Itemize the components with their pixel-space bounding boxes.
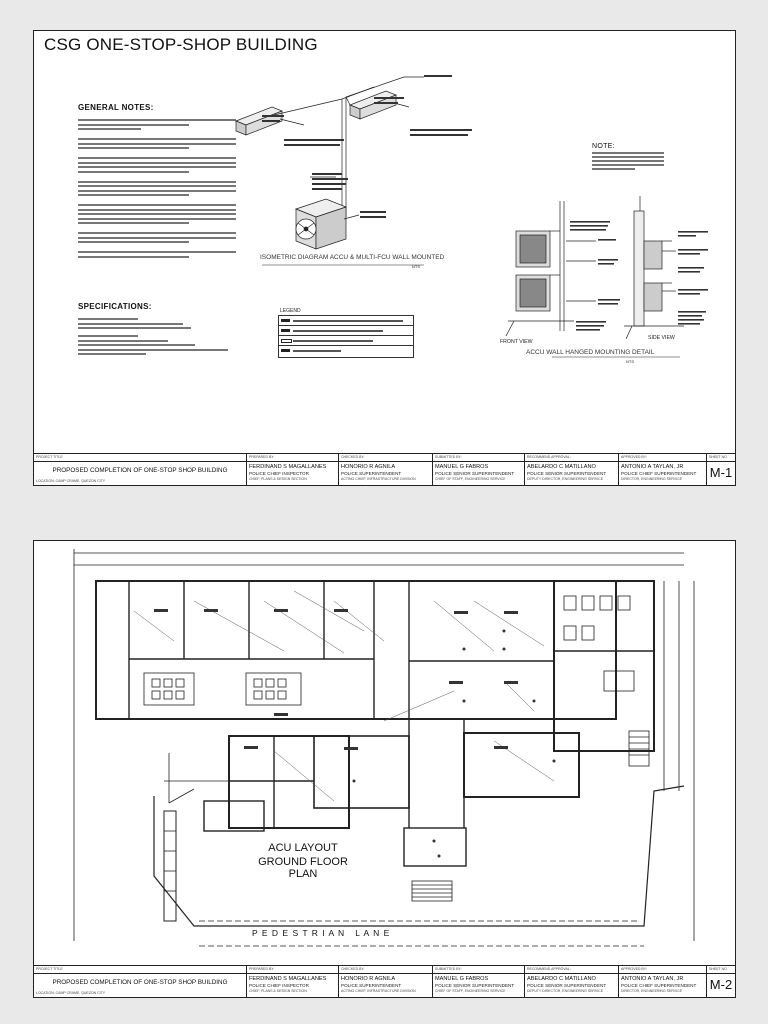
note-body [592, 152, 664, 172]
tb-approved: APPROVED BY: ANTONIO A TAYLAN, JR POLICE… [618, 454, 706, 485]
plan-title: ACU LAYOUT GROUND FLOOR PLAN [243, 842, 363, 880]
specifications-heading: SPECIFICATIONS: [78, 302, 152, 311]
tb-sheet: SHEET NO. M-1 [706, 454, 735, 485]
legend-table [278, 315, 414, 358]
tb-submitted: SUBMITTED BY: MANUEL G FABROS POLICE SEN… [432, 454, 524, 485]
tb-prepared: PREPARED BY: FERDINAND S MAGALLANES POLI… [246, 454, 338, 485]
title-block: PROJECT TITLE PROPOSED COMPLETION OF ONE… [34, 453, 735, 485]
general-notes-heading: GENERAL NOTES: [78, 103, 154, 112]
tb-approved: APPROVED BY: ANTONIO A TAYLAN, JR POLICE… [618, 966, 706, 997]
isometric-diagram [235, 75, 472, 266]
tb-project: PROJECT TITLE PROPOSED COMPLETION OF ONE… [34, 966, 246, 997]
tb-recommend: RECOMMEND APPROVAL: ABELARDO C MATILLANO… [524, 966, 618, 997]
tb-sheet: SHEET NO. M-2 [706, 966, 735, 997]
sheet-number: M-2 [709, 977, 733, 992]
specifications-body [78, 318, 228, 358]
tb-checked: CHECKED BY: HONORIO R AGNILA POLICE SUPE… [338, 454, 432, 485]
mounting-nts: NTS [626, 359, 634, 364]
project-title: PROPOSED COMPLETION OF ONE-STOP SHOP BUI… [52, 467, 228, 474]
front-view-label: FRONT VIEW [500, 339, 533, 345]
mounting-caption: ACCU WALL HANGED MOUNTING DETAIL [526, 349, 655, 356]
floor-plan [73, 549, 695, 947]
plan-title-line2: GROUND FLOOR PLAN [258, 856, 348, 880]
plan-title-line1: ACU LAYOUT [268, 842, 338, 854]
tb-recommend: RECOMMEND APPROVAL: ABELARDO C MATILLANO… [524, 454, 618, 485]
side-view-label: SIDE VIEW [648, 335, 675, 341]
sheet-number: M-1 [709, 465, 733, 480]
title-block: PROJECT TITLE PROPOSED COMPLETION OF ONE… [34, 965, 735, 997]
tb-submitted: SUBMITTED BY: MANUEL G FABROS POLICE SEN… [432, 966, 524, 997]
tb-prepared: PREPARED BY: FERDINAND S MAGALLANES POLI… [246, 966, 338, 997]
note-heading: NOTE: [592, 143, 615, 150]
legend-heading: LEGEND [280, 308, 301, 314]
sheet-title: CSG ONE-STOP-SHOP BUILDING [44, 35, 318, 54]
drawing-sheet-m2: ACU LAYOUT GROUND FLOOR PLAN P E D E S T… [33, 540, 736, 998]
isometric-nts: NTS [412, 264, 420, 269]
project-title: PROPOSED COMPLETION OF ONE-STOP SHOP BUI… [52, 979, 228, 986]
pedestrian-lane-label: P E D E S T R I A N L A N E [252, 928, 391, 938]
general-notes-body [78, 119, 236, 260]
drawing-sheet-m1: CSG ONE-STOP-SHOP BUILDING GENERAL NOTES… [33, 30, 736, 486]
tb-checked: CHECKED BY: HONORIO R AGNILA POLICE SUPE… [338, 966, 432, 997]
isometric-caption: ISOMETRIC DIAGRAM ACCU & MULTI-FCU WALL … [260, 254, 445, 261]
tb-project: PROJECT TITLE PROPOSED COMPLETION OF ONE… [34, 454, 246, 485]
mounting-detail [505, 196, 708, 358]
